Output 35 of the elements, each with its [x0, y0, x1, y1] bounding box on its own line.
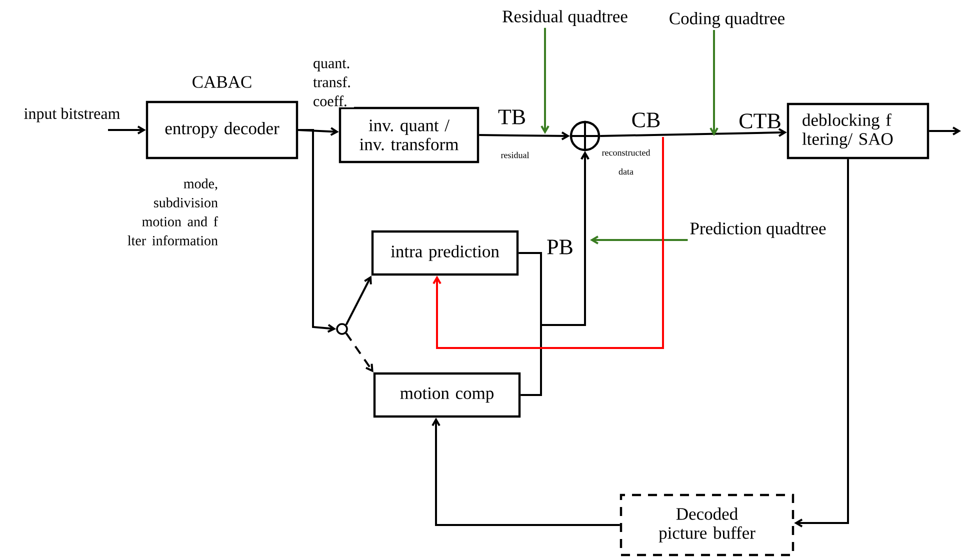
annotation-text: residual [500, 152, 530, 158]
adder-symbol [568, 120, 602, 152]
arrow [479, 132, 570, 140]
annotation-text: mode, subdivision motion and f lter information [128, 178, 218, 246]
edge-label: TB [498, 110, 525, 124]
arrow [590, 236, 688, 244]
input-label: Residual quadtree [502, 10, 628, 26]
block-label: CTB [740, 114, 780, 128]
block-label: PB [547, 240, 572, 254]
arrow [794, 159, 849, 528]
arrow [710, 30, 718, 136]
arrow [540, 28, 550, 134]
arrow [432, 137, 664, 349]
arrow [345, 276, 372, 326]
edge-label: quant. transf. coeff. [313, 60, 350, 106]
arrow [345, 332, 374, 372]
arrow [600, 128, 787, 137]
input-label: Prediction quadtree [690, 222, 826, 238]
annotation-text: reconstructed data [602, 149, 650, 175]
arrow [520, 151, 590, 396]
arrow [298, 129, 336, 333]
edge-label: CB [632, 112, 660, 128]
buffer-box: Decoded picture buffer [620, 494, 794, 556]
process-box: inv. quant / inv. transform [338, 106, 480, 164]
process-box: motion comp [373, 372, 521, 418]
edge-label: input bitstream [24, 108, 120, 122]
process-box: intra prediction [371, 230, 519, 276]
process-box: entropy decoder [146, 100, 298, 160]
input-label: Coding quadtree [670, 12, 784, 28]
switch-symbol [336, 323, 348, 335]
process-box: deblocking f ltering/ SAO [786, 102, 930, 160]
arrow [108, 126, 146, 134]
arrow [929, 126, 961, 136]
arrow [432, 418, 620, 526]
block-caption: CABAC [192, 76, 252, 88]
